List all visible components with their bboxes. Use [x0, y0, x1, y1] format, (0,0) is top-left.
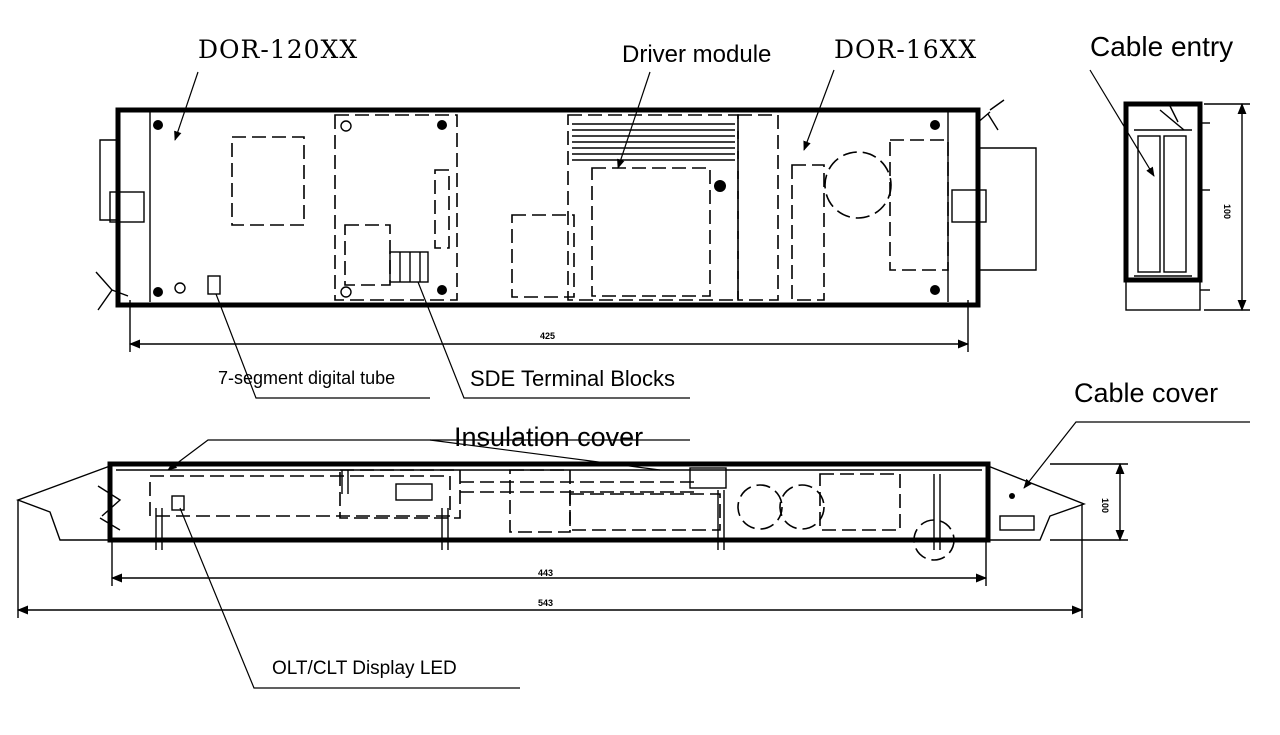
leader-lines: [167, 69, 1250, 689]
top-body: [115, 107, 981, 308]
wing-nut-icon: [95, 271, 129, 311]
left-cable-cover: [15, 465, 111, 541]
dim-side-height: 100: [1222, 204, 1232, 219]
vent-slots: [572, 123, 735, 161]
bottom-body: [107, 461, 991, 543]
label-dor-16xx: DOR-16XX: [834, 35, 977, 64]
label-olt-clt-display-led: OLT/CLT Display LED: [272, 658, 457, 679]
label-sde-terminal-blocks: SDE Terminal Blocks: [470, 366, 675, 391]
label-dor-120xx: DOR-120XX: [198, 35, 358, 64]
side-view: 100: [1123, 101, 1250, 312]
label-7-segment-tube: 7-segment digital tube: [218, 368, 395, 388]
wing-nut-icon: [1159, 105, 1185, 131]
label-cable-entry: Cable entry: [1090, 31, 1233, 62]
top-view: 425: [95, 99, 1037, 352]
bottom-view: 443 543 100: [15, 461, 1128, 618]
mounting-posts: [155, 470, 941, 550]
dim-bottom-inner: 443: [538, 568, 553, 578]
label-driver-module: Driver module: [622, 41, 771, 68]
right-cable-cover: [987, 465, 1086, 541]
dim-bottom-total: 543: [538, 598, 553, 608]
dim-bottom-height: 100: [1100, 498, 1110, 513]
label-insulation-cover: Insulation cover: [454, 422, 643, 452]
right-latch: [951, 189, 987, 223]
wing-nut-icon: [975, 99, 1005, 131]
digital-tube: [207, 275, 221, 295]
dim-top-width: 425: [540, 331, 555, 341]
display-led: [171, 495, 185, 511]
label-cable-cover: Cable cover: [1074, 378, 1218, 408]
left-latch: [109, 191, 145, 223]
terminal-block: [389, 251, 429, 283]
